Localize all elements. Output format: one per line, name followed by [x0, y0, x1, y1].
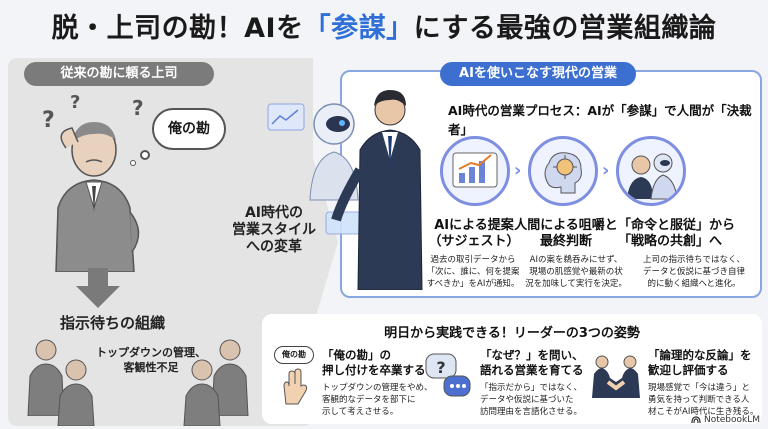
transformation-line: への変革	[246, 239, 302, 255]
transformation-label: AI時代の 営業スタイル への変革	[224, 205, 324, 256]
arrow-right-icon: ›	[602, 160, 610, 181]
step-title-line: 「命令と服従」から	[618, 218, 736, 233]
title-prefix: 脱・上司の勘！AIを	[51, 13, 304, 44]
tip-title-line: 「俺の勘」の	[322, 348, 391, 362]
collaboration-icon	[616, 136, 686, 206]
tip-title-line: 「なぜ？」を問い、	[480, 348, 584, 362]
org-note-line: トップダウンの管理、	[96, 346, 206, 359]
step-title-line: 最終判断	[539, 234, 592, 249]
step-description: 過去の取引データから 「次に、誰に、何を提案 すべきか」をAIが通知。	[414, 254, 532, 290]
question-mark: ?	[132, 96, 144, 120]
tip-title: 「俺の勘」の 押し付けを卒業する	[322, 348, 442, 378]
tip-desc-line: 「指示だから」ではなく、	[480, 383, 583, 393]
step-title: 「命令と服従」から 「戦略の共創」へ	[618, 218, 758, 250]
step-title-line: 人間による咀嚼と	[514, 218, 618, 233]
tip-description: 「指示だから」ではなく、 データや仮説に基づいた 訪問理由を言語化させる。	[480, 382, 600, 418]
confused-boss-illustration	[55, 122, 140, 272]
staff-person-icon	[183, 359, 221, 426]
tip-title-line: 「論理的な反論」を	[648, 348, 752, 362]
tip-desc-line: 材こそがAI時代に生き残る。	[648, 407, 759, 417]
org-title: 指示待ちの組織	[60, 314, 166, 332]
tip-title: 「なぜ？」を問い、 語れる営業を育てる	[480, 348, 600, 378]
right-header: AIを使いこなす現代の営業	[440, 62, 636, 86]
tip-desc-line: 勇気を持って判断できる人	[648, 395, 750, 405]
step-desc-line: 的に動く組織へと進化。	[647, 279, 741, 289]
transformation-line: 営業スタイル	[232, 222, 316, 238]
tip-description: トップダウンの管理をやめ、 客観的なデータを部下に 示して考えさせる。	[322, 382, 442, 418]
staff-person-icon	[27, 339, 65, 416]
step-description: AIの案を鵜呑みにせず、 現場の肌感覚や最新の状 況を加味して実行を決定。	[520, 254, 632, 290]
tip-desc-line: 客観的なデータを部下に	[322, 395, 416, 405]
credit-text: NotebookLM	[703, 415, 760, 425]
chart-icon	[440, 136, 510, 206]
step-desc-line: 上司の指示待ちではなく、	[642, 255, 745, 265]
step-description: 上司の指示待ちではなく、 データと仮説に基づき自律 的に動く組織へと進化。	[632, 254, 756, 290]
bubble-dot	[140, 150, 150, 160]
step-desc-line: 現場の肌感覚や最新の状	[529, 267, 623, 277]
bottom-panel	[262, 314, 762, 424]
step-desc-line: AIの案を鵜呑みにせず、	[529, 255, 623, 265]
tip-description: 現場感覚で「今は違う」と 勇気を持って判断できる人 材こそがAI時代に生き残る。	[648, 382, 762, 418]
question-mark: ?	[42, 108, 55, 133]
tip-desc-line: 示して考えさせる。	[322, 407, 399, 417]
page-title: 脱・上司の勘！AIを「参謀」にする最強の営業組織論	[0, 6, 768, 45]
svg-text:?: ?	[436, 358, 445, 377]
handshake-icon	[592, 355, 640, 398]
left-header: 従来の勘に頼る上司	[24, 62, 214, 86]
step-title-line: AIによる提案	[434, 218, 514, 233]
transformation-line: AI時代の	[244, 205, 304, 221]
tip-desc-line: 訪問理由を言語化させる。	[480, 407, 583, 417]
credit: NotebookLM	[691, 415, 760, 425]
step-desc-line: 況を加味して実行を決定。	[525, 279, 627, 289]
step-desc-line: 「次に、誰に、何を提案	[426, 267, 520, 277]
arrow-right-icon: ›	[514, 160, 522, 181]
title-accent: 「参謀」	[303, 13, 414, 44]
down-arrow-icon	[76, 268, 120, 308]
tip-title-line: 歓迎し評価する	[648, 363, 729, 377]
org-note: トップダウンの管理、 客観性不足	[96, 345, 206, 375]
ai-and-businessman-illustration	[267, 90, 423, 290]
question-bubble-icon: ?	[425, 353, 471, 397]
tip-title: 「論理的な反論」を 歓迎し評価する	[648, 348, 762, 378]
tip-title-line: 語れる営業を育てる	[480, 363, 584, 377]
tip-desc-line: データや仮説に基づいた	[480, 395, 574, 405]
bubble-dot	[130, 160, 136, 166]
org-note-line: 客観性不足	[123, 361, 179, 374]
step-title: 人間による咀嚼と 最終判断	[506, 218, 626, 250]
step-desc-line: 過去の取引データから	[430, 255, 516, 265]
step-title: AIによる提案 （サジェスト）	[414, 218, 534, 250]
thought-bubble: 俺の勘	[152, 108, 226, 150]
tip-title-line: 押し付けを卒業する	[322, 363, 426, 377]
notebooklm-logo-icon	[691, 416, 701, 424]
title-suffix: にする最強の営業組織論	[413, 13, 717, 44]
staff-person-icon	[57, 359, 95, 426]
process-title: AI時代の営業プロセス：AIが「参謀」で人間が「決裁者」	[448, 103, 752, 137]
tip-desc-line: トップダウンの管理をやめ、	[322, 383, 433, 393]
brain-icon	[528, 136, 598, 206]
staff-person-icon	[211, 339, 249, 416]
tip-desc-line: 現場感覚で「今は違う」と	[648, 383, 751, 393]
icon-bubble-text: 俺の勘	[274, 346, 314, 364]
bottom-title: 明日から実践できる！リーダーの3つの姿勢	[384, 326, 640, 341]
step-desc-line: データと仮説に基づき自律	[642, 267, 745, 277]
stop-hand-icon: 俺の勘	[272, 346, 316, 406]
step-title-line: （サジェスト）	[428, 234, 520, 249]
step-title-line: 「戦略の共創」へ	[618, 234, 723, 249]
step-desc-line: すべきか」をAIが通知。	[426, 279, 520, 289]
question-mark: ?	[70, 92, 81, 113]
